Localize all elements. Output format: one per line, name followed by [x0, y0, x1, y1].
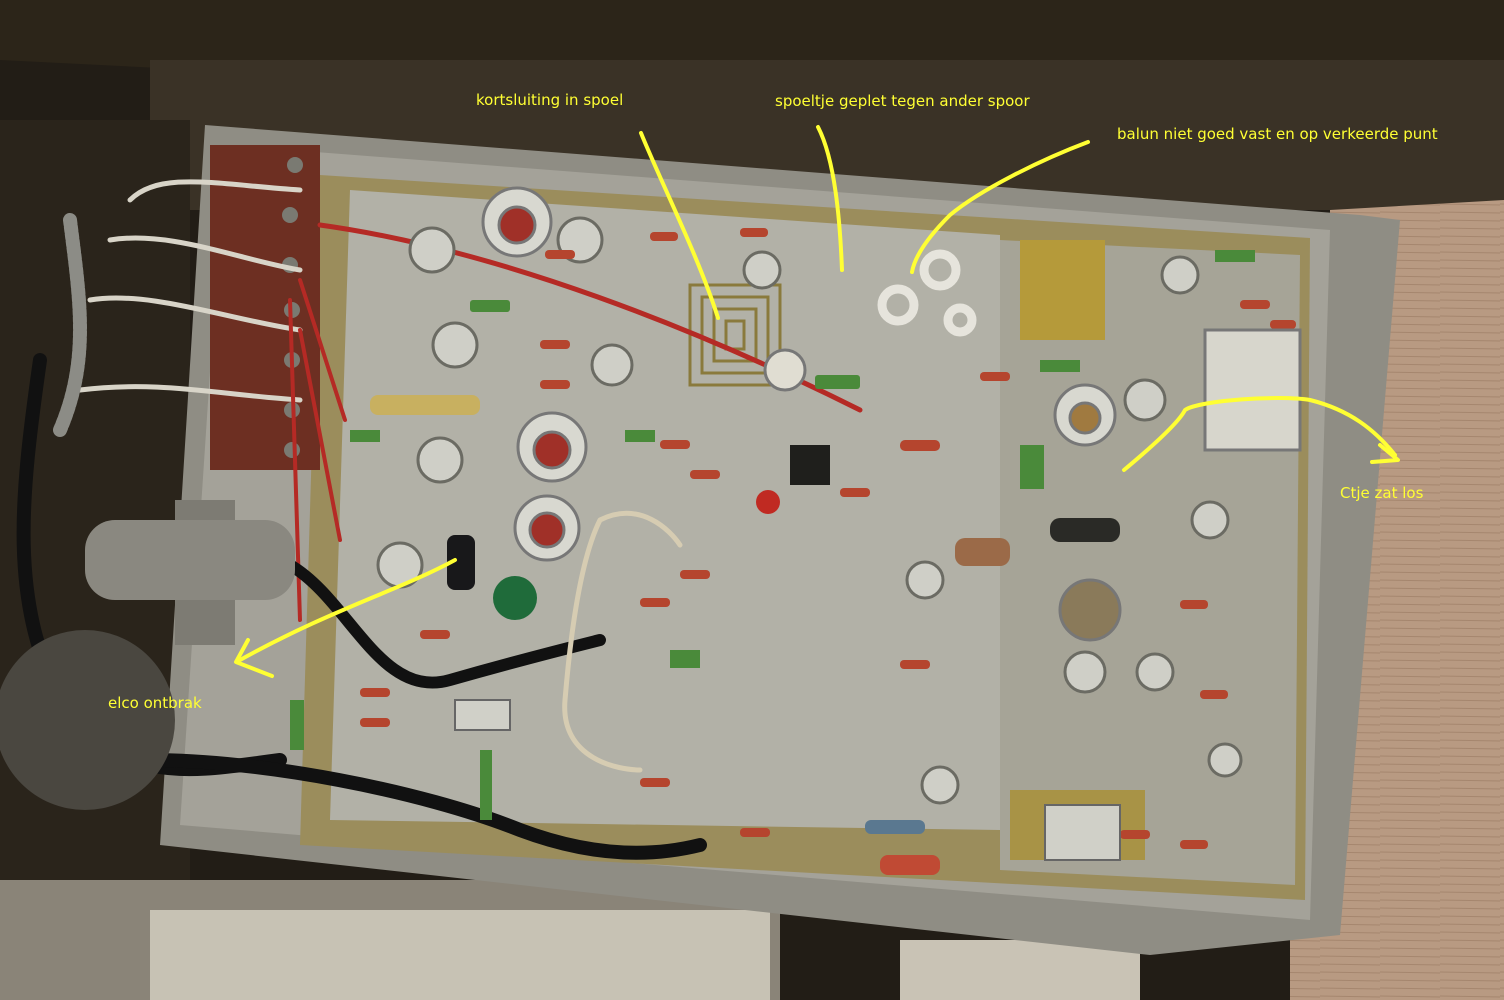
- power-resistor-striped: [955, 538, 1010, 566]
- annotation-coil-pressed: spoeltje geplet tegen ander spoor: [775, 92, 1030, 110]
- housing-top: [0, 0, 1504, 75]
- crystal-philips: [1203, 328, 1302, 452]
- annotation-elco-missing: elco ontbrak: [108, 694, 202, 712]
- capacitors-green: [290, 250, 1255, 820]
- electrolytic-cap: [447, 535, 475, 590]
- ic-chip-small: [454, 699, 511, 731]
- round-connector: [85, 520, 295, 600]
- axial-capacitor-yellow: [370, 395, 480, 415]
- toroid-coils: [877, 249, 977, 337]
- lower-housing-panel-2: [900, 940, 1140, 1000]
- arrow-ct-head: [1370, 443, 1400, 464]
- annotation-ct-loose: Ctje zat los: [1340, 484, 1424, 502]
- resistors: [360, 228, 1296, 875]
- diode-blue: [865, 820, 925, 834]
- annotation-arrows: [234, 125, 1400, 678]
- annotation-short-circuit-coil: kortsluiting in spoel: [476, 91, 624, 109]
- arrow-short-circuit-coil: [639, 131, 720, 320]
- green-capacitor: [493, 576, 537, 620]
- trimmer-capacitors: [481, 186, 1122, 642]
- axial-capacitor-black: [1050, 518, 1120, 542]
- regulator-black: [790, 445, 830, 485]
- arrow-coil-pressed: [816, 125, 844, 272]
- arrow-ct-loose: [1122, 396, 1397, 472]
- arrow-elco-head: [234, 638, 274, 678]
- annotation-balun-loose: balun niet goed vast en op verkeerde pun…: [1117, 125, 1438, 143]
- big-motor-disc: [0, 630, 175, 810]
- terminal-strip: [210, 145, 320, 470]
- arrow-elco: [238, 558, 457, 662]
- transistor-cans: [376, 216, 1243, 805]
- ic-chip-dip: [1044, 804, 1121, 861]
- lower-housing-panel: [150, 910, 770, 1000]
- arrow-balun: [910, 140, 1090, 274]
- red-capacitor-small: [756, 490, 780, 514]
- pcb-pad-l2: [1020, 240, 1105, 340]
